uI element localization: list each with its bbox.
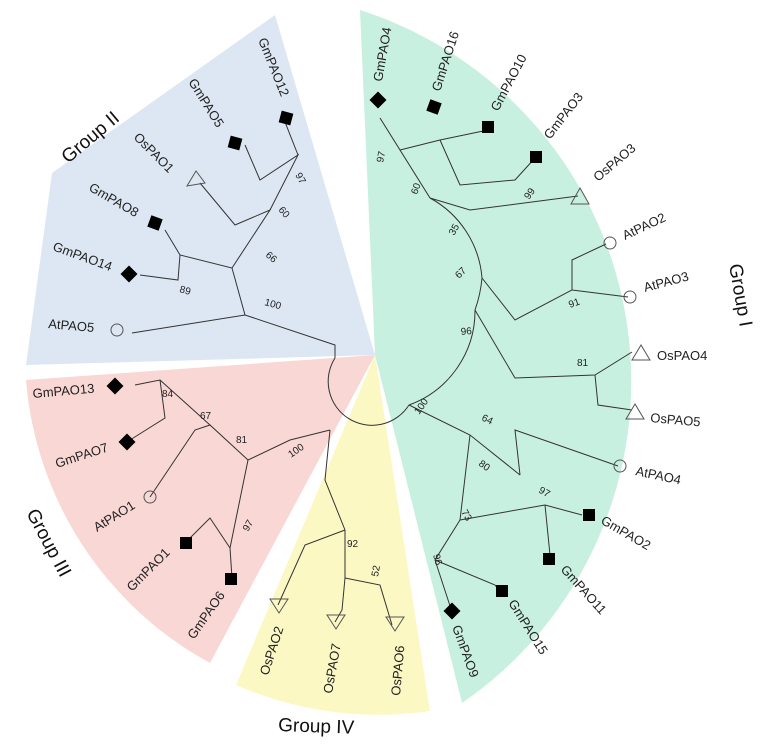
leaf-label: OsPAO6 <box>388 645 407 696</box>
bootstrap-value: 84 <box>162 389 174 400</box>
bootstrap-value: 97 <box>241 518 256 534</box>
leaf-markers <box>106 91 651 632</box>
leaf-marker-ospao4 <box>631 344 651 361</box>
leaf-marker-ospao3 <box>570 186 590 205</box>
bootstrap-value: 73 <box>458 508 473 524</box>
leaf-marker-gmpao10 <box>482 121 494 133</box>
bootstrap-value: 96 <box>430 553 444 567</box>
leaf-marker-gmpao15 <box>496 585 508 597</box>
leaf-marker-gmpao8 <box>147 215 163 231</box>
leaf-label: AtPAO2 <box>620 210 668 243</box>
bootstrap-value: 96 <box>460 326 472 338</box>
leaf-marker-atpao2 <box>603 236 617 250</box>
leaf-label: GmPAO13 <box>32 381 95 401</box>
leaf-marker-ospao5 <box>625 403 645 420</box>
bootstrap-value: 35 <box>447 222 462 238</box>
leaf-marker-gmpao9 <box>443 602 461 620</box>
leaf-marker-atpao1 <box>143 490 157 504</box>
bootstrap-value: 81 <box>236 435 248 446</box>
bootstrap-value: 97 <box>292 171 307 187</box>
leaf-marker-gmpao4 <box>369 91 387 109</box>
bootstrap-value: 92 <box>347 539 359 550</box>
leaf-label: GmPAO2 <box>599 513 654 553</box>
bootstrap-value: 52 <box>370 564 383 577</box>
leaf-marker-atpao5 <box>110 323 124 337</box>
leaf-marker-gmpao6 <box>225 573 237 585</box>
leaf-marker-ospao6 <box>385 616 405 632</box>
bootstrap-values: 97 99 60 35 91 67 81 97 96 73 80 64 96 1… <box>162 150 589 577</box>
leaf-marker-gmpao3 <box>530 151 542 163</box>
group-iii-sector <box>26 355 375 663</box>
group-i-sector <box>360 10 632 703</box>
leaf-marker-gmpao5 <box>227 135 243 151</box>
group-iv-label: Group IV <box>278 715 355 739</box>
bootstrap-value: 100 <box>263 297 282 312</box>
bootstrap-value: 91 <box>567 297 582 311</box>
group-ii-sector <box>26 15 375 365</box>
bootstrap-value: 60 <box>409 181 423 196</box>
leaf-marker-gmpao7 <box>118 433 136 451</box>
group-i-label: Group I <box>724 262 756 328</box>
leaf-marker-gmpao1 <box>180 537 192 549</box>
leaf-marker-gmpao11 <box>543 553 555 565</box>
leaf-label: AtPAO4 <box>634 463 682 487</box>
leaf-marker-ospao2 <box>269 598 289 614</box>
bootstrap-value: 67 <box>200 411 212 422</box>
leaf-label: OsPAO5 <box>650 410 701 429</box>
leaf-marker-gmpao13 <box>106 377 124 395</box>
leaf-marker-atpao4 <box>613 459 627 473</box>
leaf-marker-gmpao16 <box>426 99 442 115</box>
leaf-marker-gmpao14 <box>120 265 138 283</box>
leaf-marker-ospao7 <box>326 614 346 630</box>
bootstrap-value: 97 <box>375 150 388 164</box>
leaf-label: GmPAO3 <box>541 90 586 142</box>
bootstrap-value: 81 <box>577 358 589 369</box>
bootstrap-value: 97 <box>537 485 553 500</box>
leaf-label: AtPAO5 <box>48 316 95 335</box>
leaf-marker-gmpao2 <box>583 509 595 521</box>
leaf-marker-ospao1 <box>186 170 206 187</box>
leaf-marker-atpao3 <box>623 290 637 304</box>
bootstrap-value: 64 <box>480 413 495 428</box>
leaf-label: OsPAO4 <box>657 348 707 363</box>
bootstrap-value: 89 <box>178 284 192 298</box>
leaf-label: AtPAO3 <box>642 268 690 294</box>
leaf-label: OsPAO3 <box>590 140 638 184</box>
leaf-marker-gmpao12 <box>278 110 294 126</box>
